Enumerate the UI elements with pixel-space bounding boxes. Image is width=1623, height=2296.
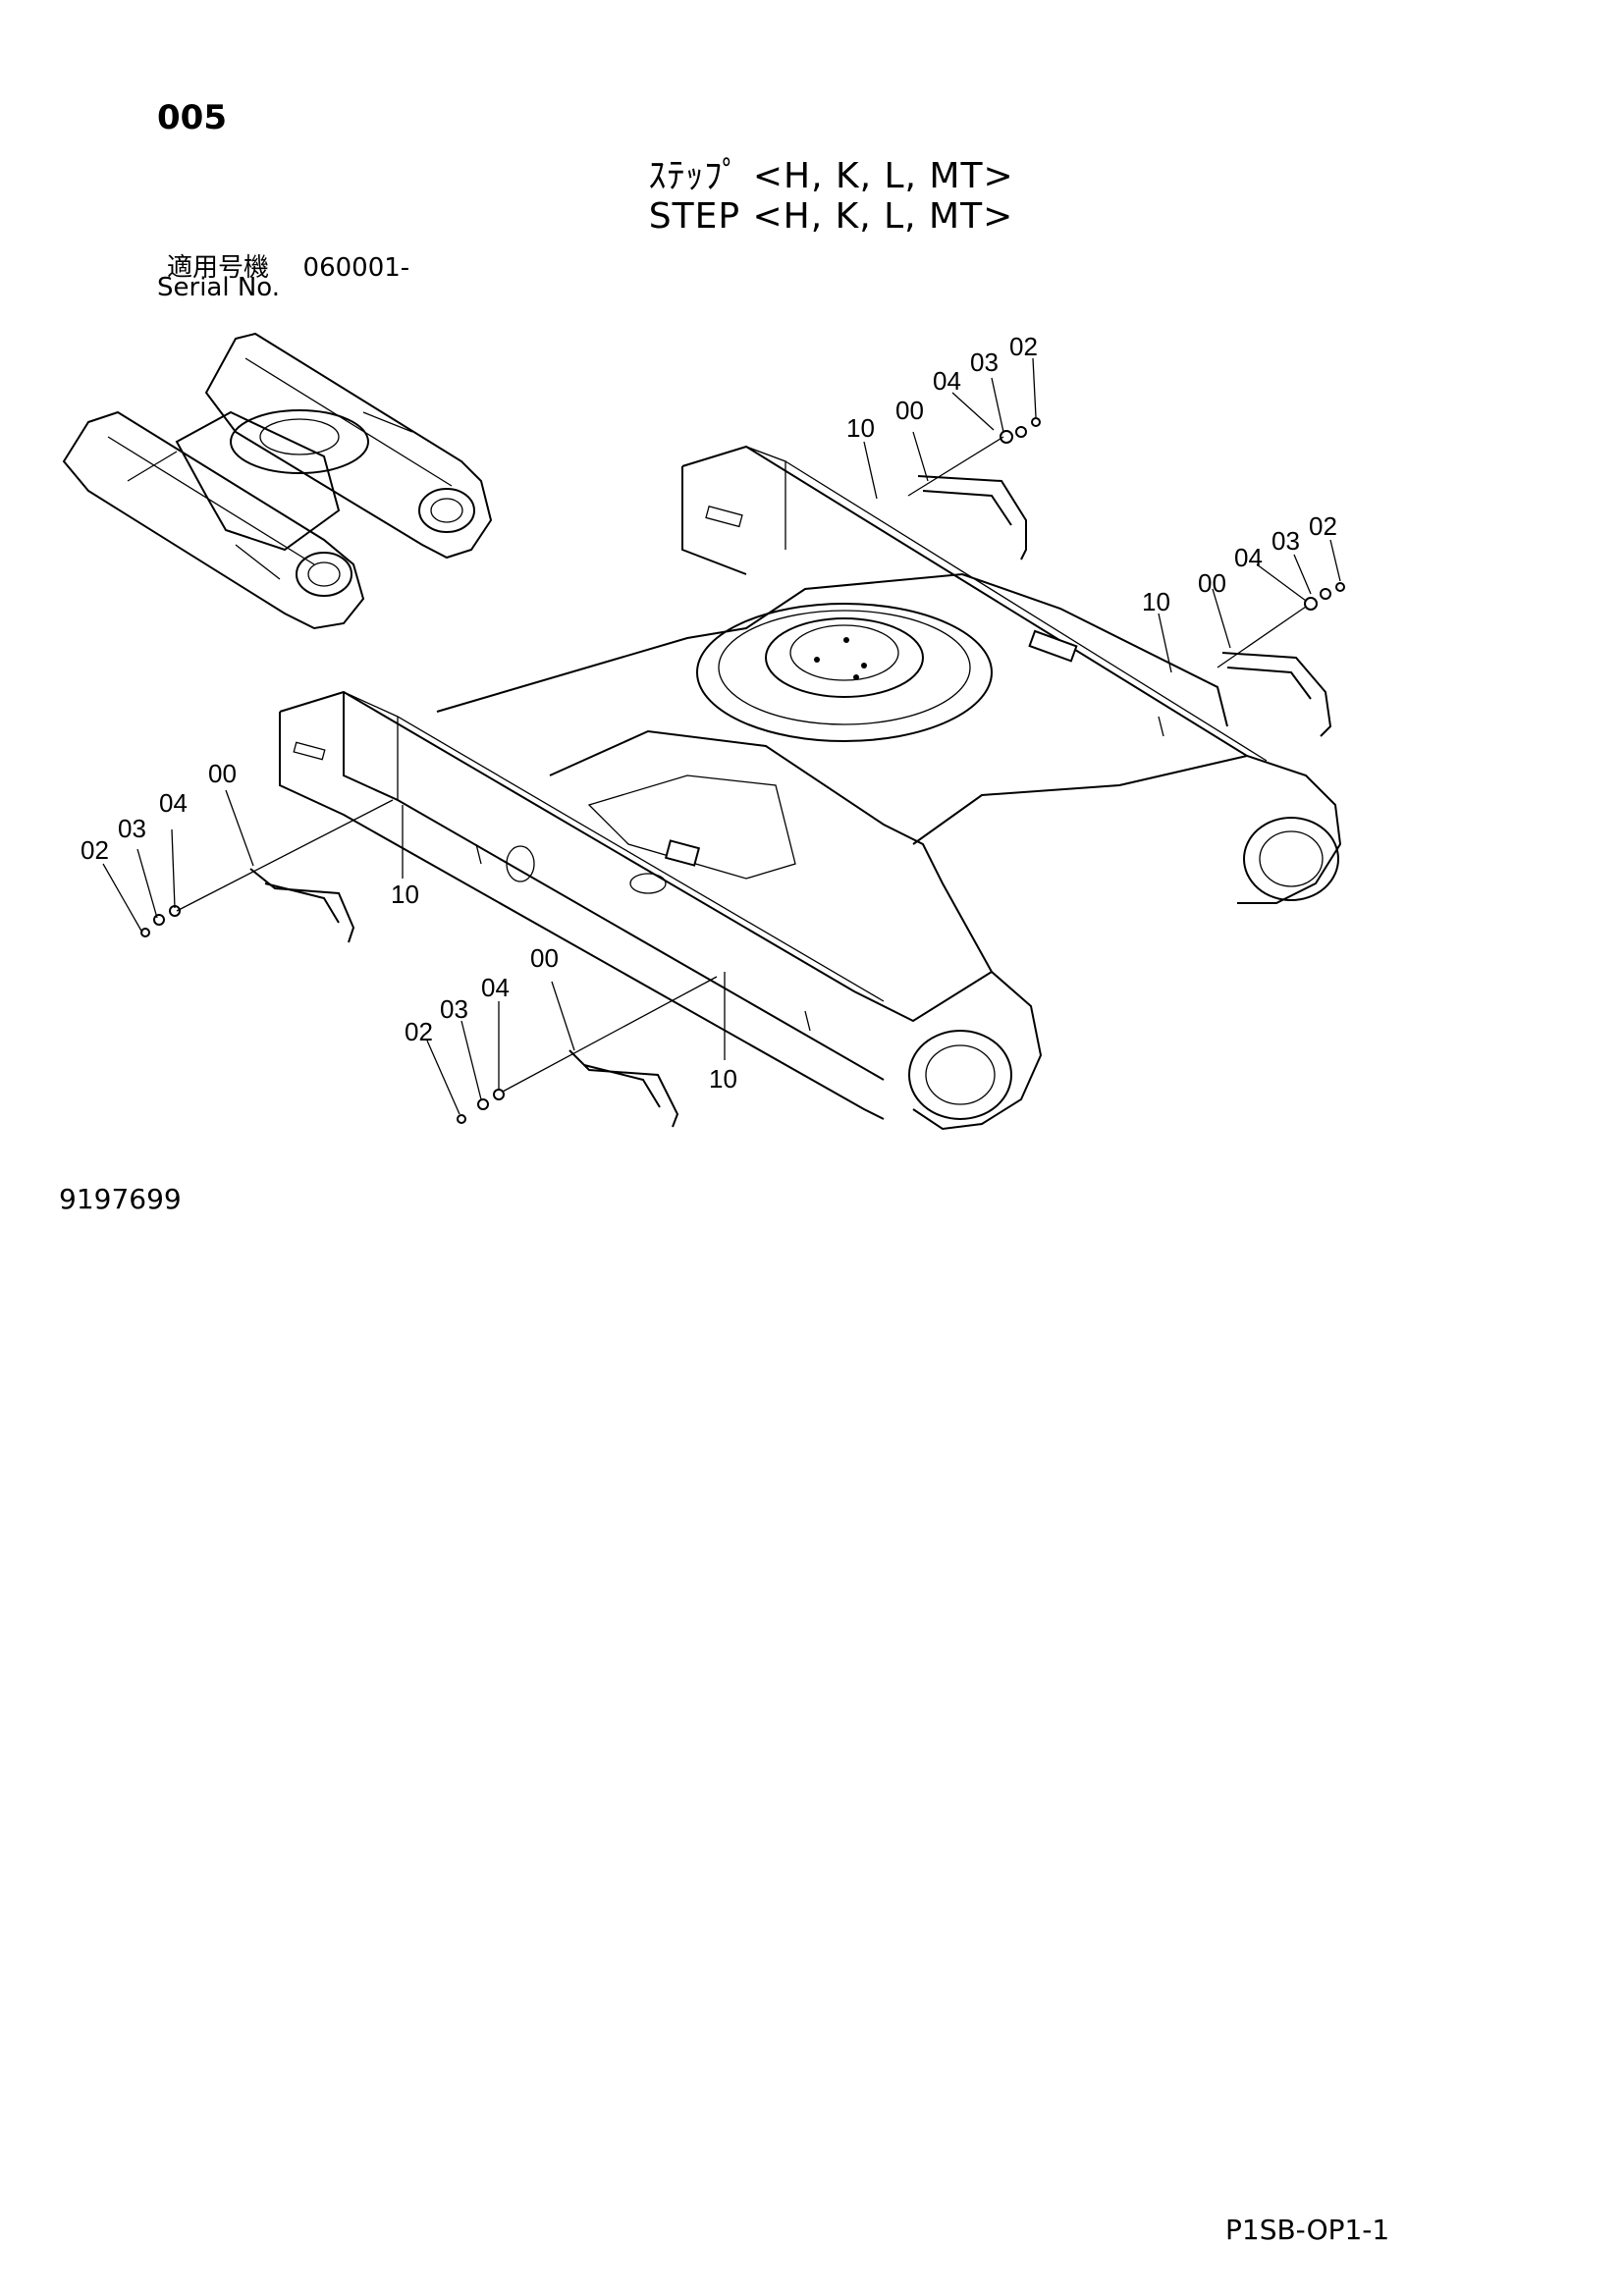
callout-10-top: 10: [846, 413, 875, 443]
callout-10-left: 10: [391, 880, 419, 909]
callout-labels: 02 03 04 00 10 02 03 04 00 10 02 03 04 0…: [81, 332, 1337, 1094]
leader-lines: [102, 357, 1341, 1115]
step-assembly-right: [1221, 582, 1345, 737]
callout-00-right: 00: [1198, 568, 1226, 598]
callout-02-bottom: 02: [405, 1017, 433, 1046]
callout-10-right: 10: [1142, 587, 1170, 616]
callout-00-bottom: 00: [530, 943, 559, 973]
callout-03-top: 03: [970, 347, 999, 377]
callout-04-right: 04: [1234, 543, 1263, 572]
page-reference: P1SB-OP1-1: [1225, 2214, 1390, 2246]
callout-00-top: 00: [895, 396, 924, 425]
main-lower-frame-drawing: [279, 445, 1342, 1131]
callout-04-top: 04: [933, 366, 961, 396]
callout-03-right: 03: [1271, 526, 1300, 556]
callout-00-left: 00: [208, 759, 237, 788]
serial-label-jp-text: 適用号機: [167, 253, 270, 283]
callout-04-left: 04: [159, 788, 188, 818]
step-assembly-top: [917, 417, 1041, 561]
callout-02-left: 02: [81, 835, 109, 865]
page-number: 005: [157, 98, 227, 137]
inset-track-frame-drawing: [62, 332, 493, 630]
callout-02-right: 02: [1309, 511, 1337, 541]
serial-label-japanese: 適用号機 060001-: [167, 247, 409, 284]
serial-label-english: Serial No.: [157, 273, 280, 302]
title-japanese: ｽﾃｯﾌﾟ <H, K, L, MT>: [648, 156, 1014, 196]
drawing-number: 9197699: [59, 1183, 182, 1215]
callout-04-bottom: 04: [481, 973, 510, 1002]
step-assembly-bottom: [457, 1049, 679, 1128]
callout-02-top: 02: [1009, 332, 1038, 361]
callout-10-bottom: 10: [709, 1064, 737, 1094]
title-english: STEP <H, K, L, MT>: [648, 196, 1014, 237]
callout-03-left: 03: [118, 814, 146, 843]
callout-03-bottom: 03: [440, 994, 468, 1024]
serial-value: 060001-: [302, 253, 410, 283]
